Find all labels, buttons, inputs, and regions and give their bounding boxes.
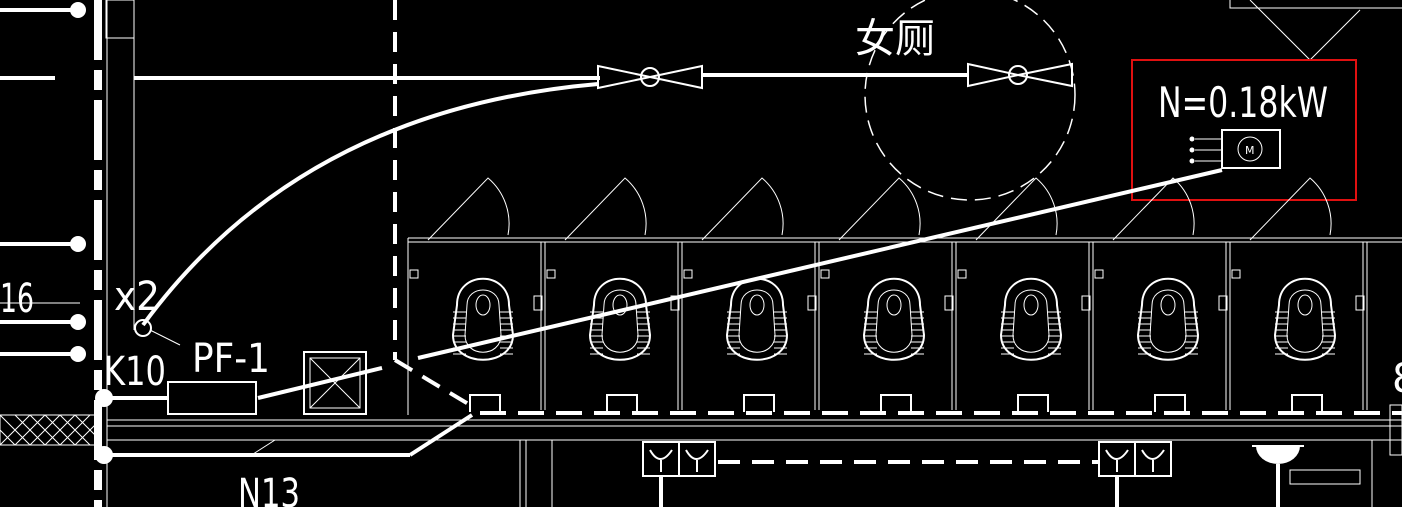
bottom-corridor: N13 [107,404,1402,507]
squat-toilet-icon [1273,277,1337,361]
valve-icon [1008,65,1028,85]
squat-toilet-icon [862,277,926,361]
exhaust-fan-icon[interactable] [303,351,367,415]
squat-toilet-icon [725,277,789,361]
room-label: 女厕 [855,16,935,62]
svg-text:M: M [1245,144,1255,157]
valve-icon [640,67,660,87]
circuit-n13-label: N13 [238,471,300,507]
floor-drain-icon [1252,445,1361,507]
hatch-area [0,414,101,446]
sink-icon [642,441,716,507]
motor-highlight[interactable]: N=0.18kW M [1131,59,1357,201]
stall-row [407,237,1402,415]
curved-duct [141,82,599,327]
sink-icon [1098,441,1172,507]
pf-1-unit[interactable] [167,381,257,415]
left-wall [0,0,135,507]
squat-toilet-icon [999,277,1063,361]
edge-right-number: 8 [1392,356,1402,402]
top-duct [134,62,1073,90]
squat-toilet-icon [451,277,515,361]
power-line [417,168,1223,360]
fan-id-label: PF-1 [192,336,270,382]
squat-toilet-icon [1136,277,1200,361]
motor-power-label: N=0.18kW [1158,78,1328,127]
motor-icon [1221,129,1281,169]
squat-toilet-icon [588,277,652,361]
dashed-circle [864,0,1076,201]
edge-left-number: 16 [0,276,34,322]
circuit-x2-label: x2 [114,274,160,320]
circuit-k10-label: K10 [104,349,166,395]
junction-icon [134,319,152,337]
